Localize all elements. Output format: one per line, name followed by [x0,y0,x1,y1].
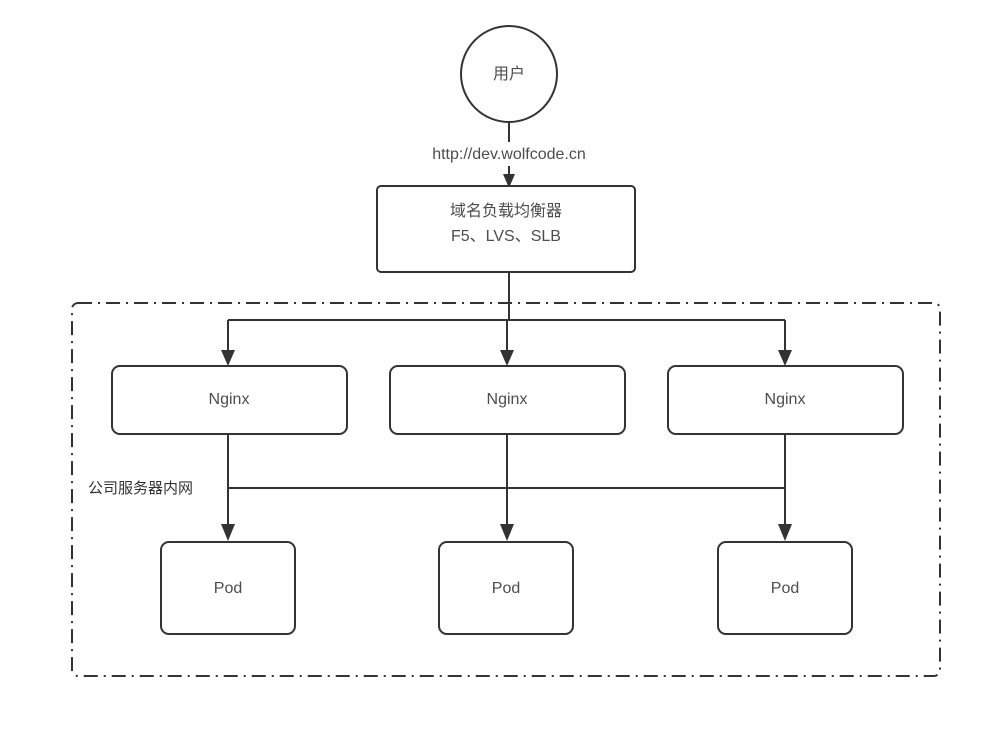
edge-label-background [404,142,616,166]
zone-label-company-intranet: 公司服务器内网 [88,480,193,497]
zone-label-background [86,477,212,499]
node-nginx-1-label: Nginx [209,391,250,408]
zone-company-intranet-border [71,302,941,677]
arrow-head-nginx-2-to-pod-2 [500,524,514,541]
arrow-head-user-to-loadbalancer [503,174,515,188]
node-pod-3-label: Pod [771,580,799,597]
node-load-balancer-label-line1: 域名负载均衡器 [450,202,562,220]
node-pod-1-label: Pod [214,580,242,597]
node-pod-2-label: Pod [492,580,520,597]
node-user-circle[interactable] [460,25,558,123]
node-user-label: 用户 [493,65,525,83]
node-nginx-2-label: Nginx [487,391,528,408]
arrow-head-bus-to-nginx-3 [778,350,792,366]
arrow-head-nginx-3-to-pod-3 [778,524,792,541]
arrow-head-bus-to-nginx-2 [500,350,514,366]
node-load-balancer-label-line2: F5、LVS、SLB [451,228,561,245]
node-pod-1[interactable] [160,541,296,635]
node-pod-3[interactable] [717,541,853,635]
node-pod-2[interactable] [438,541,574,635]
node-nginx-3-label: Nginx [765,391,806,408]
node-load-balancer[interactable] [376,185,636,273]
arrow-head-nginx-1-to-pod-1 [221,524,235,541]
node-nginx-2[interactable] [389,365,626,435]
edge-label-url: http://dev.wolfcode.cn [432,146,586,163]
arrow-head-bus-to-nginx-1 [221,350,235,366]
node-nginx-3[interactable] [667,365,904,435]
node-nginx-1[interactable] [111,365,348,435]
